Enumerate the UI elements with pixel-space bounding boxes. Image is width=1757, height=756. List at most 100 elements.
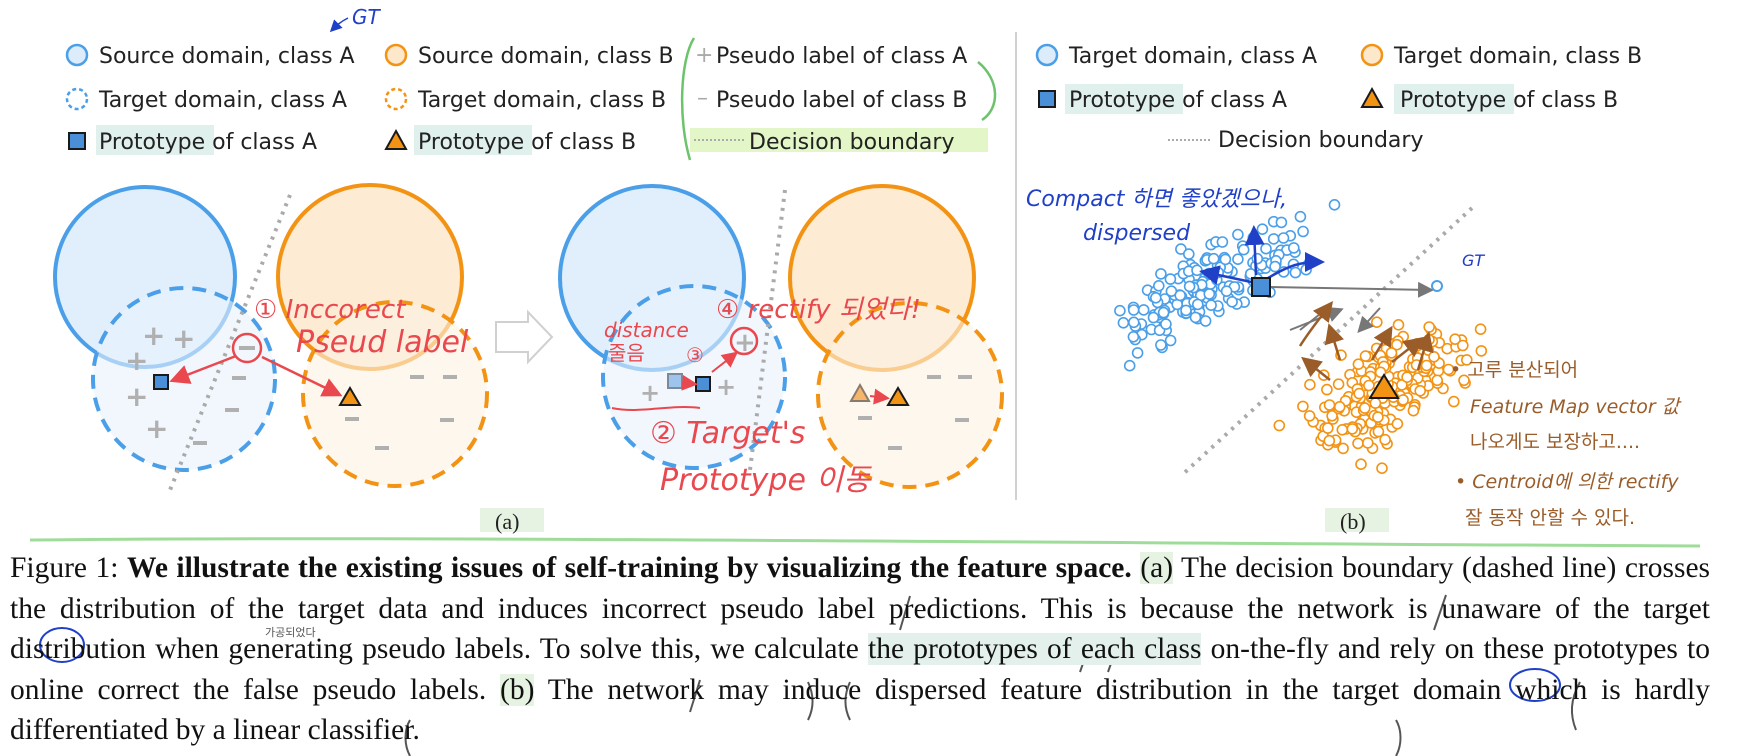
- hw-note-4: • Centroid에 의한 rectify: [1455, 471, 1679, 493]
- svg-text:+: +: [125, 344, 148, 377]
- scatter-point: [1251, 252, 1264, 265]
- scatter-point: [1269, 260, 1281, 273]
- scatter-point: [1396, 379, 1408, 391]
- gt-point-b: [1431, 280, 1443, 292]
- scatter-point: [1420, 359, 1433, 372]
- scatter-point: [1260, 242, 1272, 255]
- scatter-point: [1128, 316, 1140, 329]
- scatter-point: [1322, 422, 1334, 434]
- scatter-point: [1448, 395, 1460, 408]
- scatter-point: [1192, 298, 1204, 311]
- legend-proto-b-label: Prototype of class B: [418, 130, 636, 155]
- scatter-point: [1127, 304, 1140, 316]
- red-arrow-to-proto-a: [169, 354, 237, 384]
- scatter-point: [1183, 248, 1195, 260]
- scatter-point: [1353, 387, 1365, 400]
- decision-boundary-a-right: [748, 189, 787, 471]
- figure-caption: Figure 1: We illustrate the existing iss…: [10, 548, 1710, 751]
- scatter-point: [1300, 263, 1312, 276]
- hw-note-2: Feature Map vector 값: [1470, 396, 1682, 418]
- legend-b-proto-a-label: Prototype of class A: [1069, 88, 1287, 113]
- scatter-point: [1379, 433, 1391, 446]
- scatter-point: [1372, 425, 1385, 438]
- scatter-point: [1391, 338, 1403, 351]
- hw-three: ③: [686, 343, 704, 367]
- scatter-point: [1328, 199, 1341, 211]
- incorrect-label-ring: [231, 332, 263, 364]
- scatter-point: [1407, 404, 1420, 417]
- svg-text:+: +: [125, 380, 148, 413]
- scatter-point: [1474, 323, 1487, 336]
- scatter-point: [1273, 419, 1286, 432]
- scatter-point: [1164, 334, 1177, 347]
- scatter-point: [1392, 318, 1405, 331]
- legend-b-tgt-b-label: Target domain, class B: [1393, 44, 1642, 69]
- pseudo-minus-marks: [193, 375, 457, 450]
- scatter-point: [1226, 295, 1238, 308]
- scatter-point: [1216, 236, 1229, 248]
- legend-src-a-label: Source domain, class A: [99, 44, 355, 69]
- hw-compact: Compact 하면 좋았겠으나,: [1026, 187, 1287, 212]
- hw-target-proto: ② Target's: [650, 416, 805, 451]
- caption-text-1: The decision boundary (dashed line) cros…: [10, 552, 1711, 665]
- scatter-point: [1203, 288, 1216, 300]
- hw-small-korean: 가공되었다: [265, 626, 316, 639]
- svg-text:+: +: [640, 379, 660, 407]
- red-underline: [611, 406, 701, 411]
- scatter-point: [1346, 423, 1359, 435]
- legend-minus-icon: –: [697, 86, 708, 111]
- target-a-circle: [91, 286, 277, 472]
- scatter-point: [1189, 311, 1202, 324]
- svg-text:+: +: [172, 322, 195, 355]
- legend-b-tgt-a-icon: [1035, 43, 1059, 67]
- caption-bold: We illustrate the existing issues of sel…: [126, 552, 1132, 584]
- scatter-point: [1277, 232, 1290, 244]
- scatter-point: [1256, 223, 1269, 235]
- legend-b-tgt-b-icon: [1360, 43, 1384, 67]
- scatter-point: [1288, 242, 1300, 254]
- scatter-point: [1461, 354, 1473, 366]
- old-proto-b-marker: [849, 382, 871, 402]
- rectified-label-ring: [729, 326, 759, 356]
- hw-rectify: ④ rectify 되었다!: [716, 295, 921, 325]
- scatter-point: [1449, 333, 1461, 346]
- hw-jureum: 줄음: [608, 341, 645, 365]
- scatter-point: [1376, 462, 1388, 475]
- proto-b-marker-b: [1368, 373, 1400, 399]
- proto-word-highlight: [1394, 84, 1514, 114]
- hw-dispersed: dispersed: [1083, 221, 1191, 246]
- scatter-point: [1150, 291, 1162, 304]
- proto-word-highlight: [414, 125, 532, 155]
- panel-a-label-highlight: [480, 508, 544, 532]
- legend-tgt-b-icon: [384, 87, 408, 111]
- scatter-point: [1174, 289, 1186, 302]
- scatter-point: [1414, 384, 1426, 397]
- scatter-point: [1294, 210, 1307, 223]
- scatter-point: [1153, 279, 1165, 292]
- scatter-point: [1352, 437, 1364, 450]
- red-arrow-distance: [711, 351, 739, 373]
- scatter-point: [1326, 409, 1338, 422]
- scatter-point: [1321, 383, 1333, 396]
- old-proto-a-marker: [667, 373, 683, 389]
- gt-arrow-top: [329, 17, 349, 33]
- hw-note-3: 나오게도 보장하고....: [1470, 431, 1640, 453]
- caption-figure-number: Figure 1:: [10, 552, 127, 584]
- scatter-point: [1475, 345, 1488, 357]
- legend-tgt-b-label: Target domain, class B: [417, 88, 666, 113]
- scatter-point: [1372, 411, 1384, 423]
- scatter-point: [1457, 339, 1469, 352]
- scatter-point: [1369, 397, 1382, 409]
- scatter-point: [1423, 321, 1435, 333]
- scatter-point: [1333, 400, 1346, 413]
- scatter-point: [1362, 437, 1374, 449]
- scatter-point: [1137, 304, 1150, 316]
- proto-b-marker: [886, 386, 910, 406]
- scatter-point: [1297, 225, 1309, 238]
- scatter-point: [1123, 359, 1136, 372]
- target-b-circle: [301, 300, 489, 488]
- proto-word-highlight: [1065, 84, 1183, 114]
- panel-a-label: (a): [495, 509, 519, 534]
- scatter-point: [1164, 273, 1177, 285]
